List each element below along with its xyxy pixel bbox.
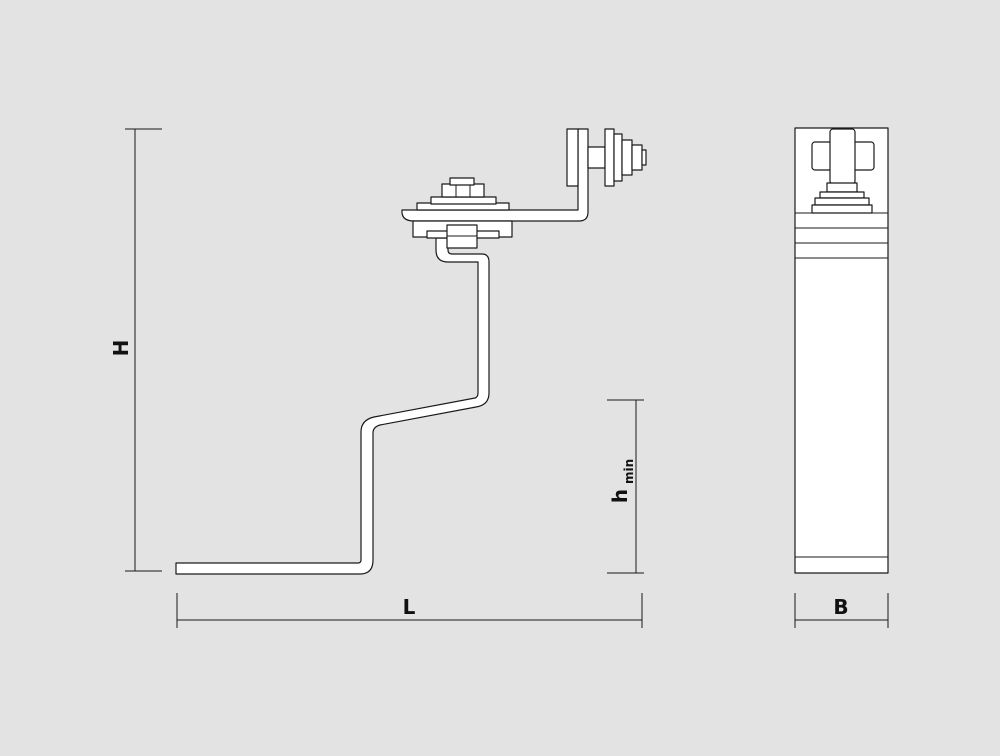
min-height-subscript: min <box>622 459 636 484</box>
top-washer <box>430 196 497 205</box>
width-dimension: B <box>794 593 889 628</box>
front-plate <box>811 204 873 214</box>
side-bolt-tip <box>641 149 647 166</box>
side-washer-inner <box>613 133 623 182</box>
bracket-strip <box>175 237 490 575</box>
front-nut <box>826 182 858 193</box>
min-height-label: h <box>608 489 632 503</box>
side-clamp-plate <box>566 128 579 187</box>
top-nut <box>441 183 485 198</box>
min-height-dimension: h min <box>607 399 644 574</box>
bolt-head <box>449 177 475 186</box>
bracket-side-view <box>175 128 647 575</box>
side-nut-cap <box>631 144 643 171</box>
bracket-front-view <box>794 127 889 574</box>
height-label: H <box>109 340 133 357</box>
bracket-top-flange <box>401 128 589 222</box>
height-dimension: H <box>109 128 162 572</box>
length-dimension: L <box>176 593 643 628</box>
length-label: L <box>403 595 416 619</box>
side-washer-outer <box>604 128 615 187</box>
front-washer-2 <box>814 197 870 206</box>
front-clamp-center <box>829 128 856 185</box>
front-washer-1 <box>819 191 865 199</box>
side-bolt-shaft <box>587 146 606 169</box>
width-label: B <box>833 595 848 619</box>
side-nut <box>621 139 633 176</box>
